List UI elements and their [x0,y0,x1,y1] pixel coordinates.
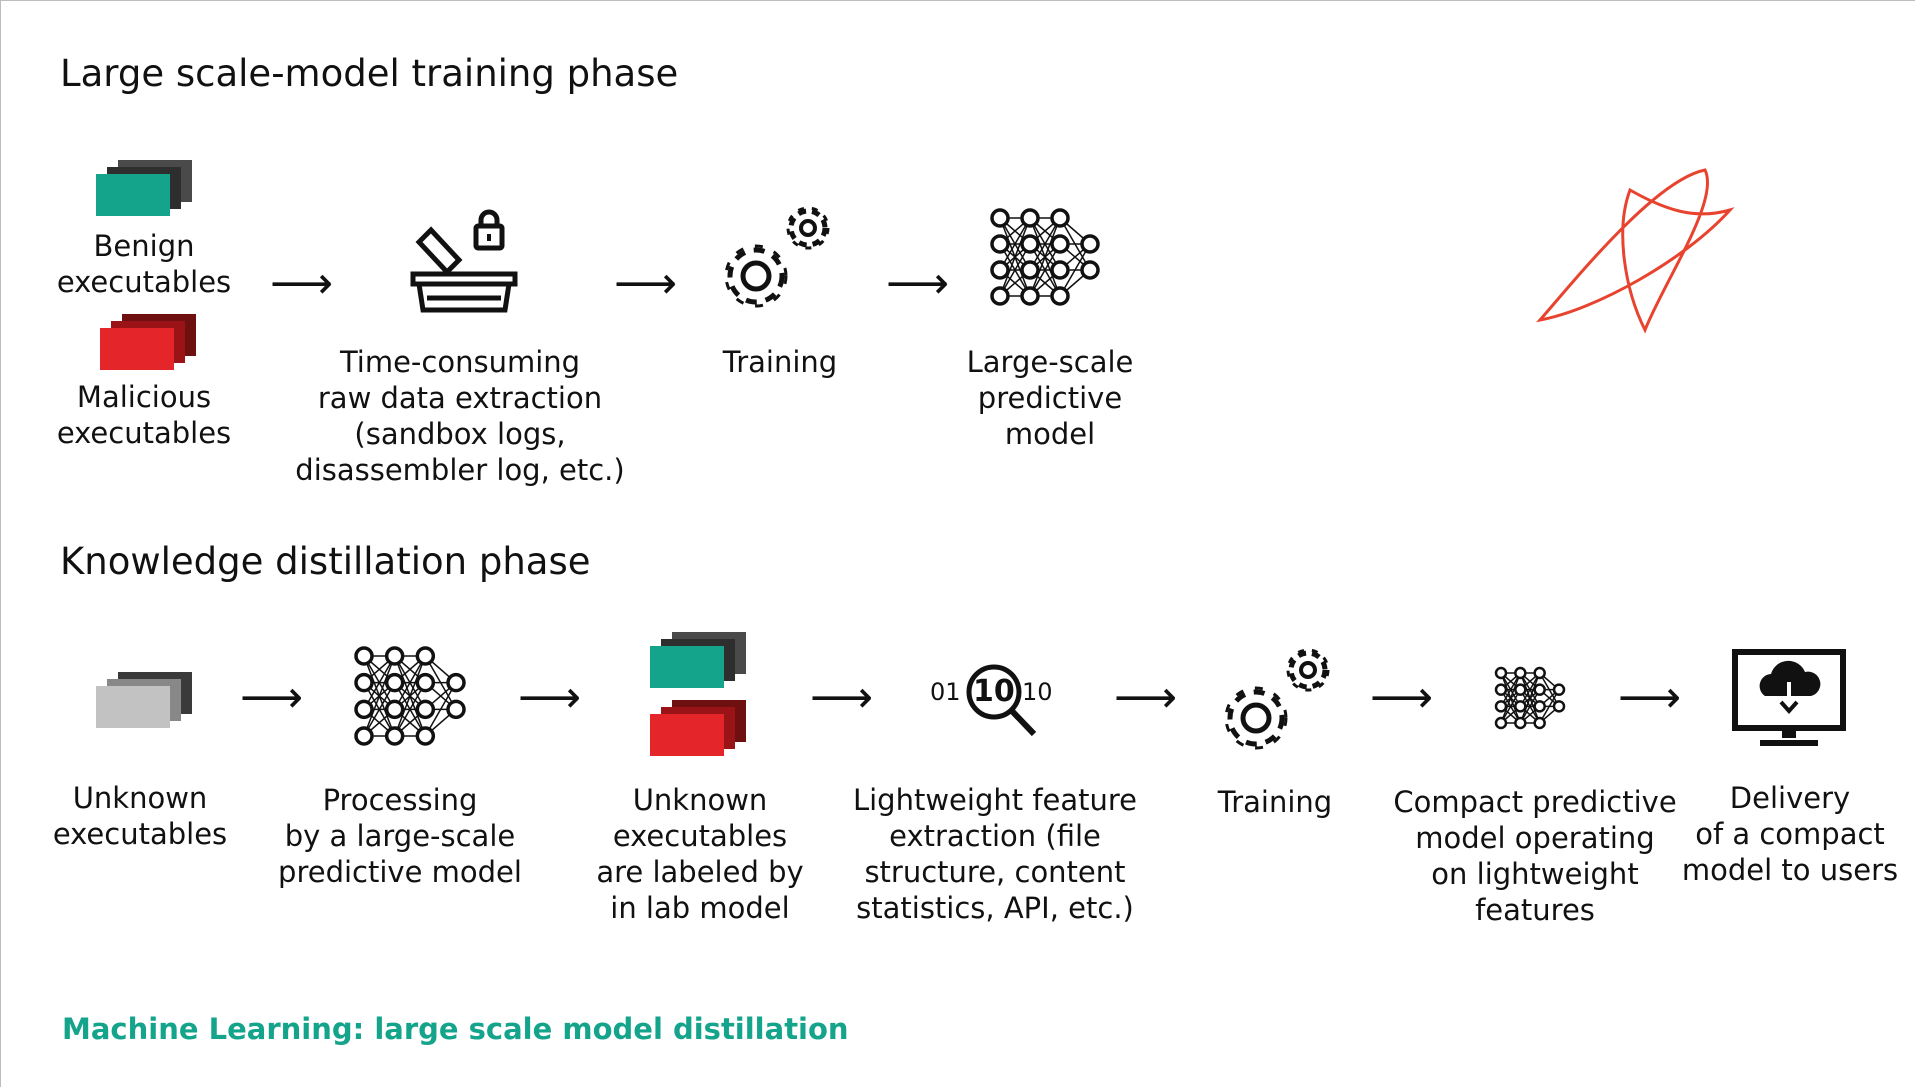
arrow-8: ⟶ [1370,672,1434,723]
labeled-malicious-stack-icon [650,700,750,762]
arrow-2: ⟶ [614,258,678,309]
arrow-6: ⟶ [810,672,874,723]
network-node [354,672,374,693]
network-node [415,646,436,666]
network-node [1514,716,1527,730]
network-node [446,672,466,693]
unknown-label: Unknown executables [52,781,228,851]
network-node [354,726,374,746]
network-node [1494,666,1508,680]
training-label-2: Training [1217,785,1333,819]
arrow-7: ⟶ [1114,672,1178,723]
network-node [1514,666,1527,680]
arrow-5: ⟶ [518,672,582,723]
network-node [1050,208,1070,228]
network-node [1020,286,1040,306]
neural-network-icon-2 [354,646,466,746]
neural-network-icon-3 [1494,666,1566,730]
labeled-label: Unknown executables are labeled by in la… [596,783,804,925]
arrow-9: ⟶ [1618,672,1682,723]
figure-caption: Machine Learning: large scale model dist… [62,1012,849,1046]
features-label: Lightweight feature extraction (file str… [852,783,1138,925]
extraction-label: Time-consuming raw data extraction (sand… [295,345,625,487]
magnifier-digits-left: 01 [930,678,961,706]
network-node [1494,700,1508,713]
brand-logo [1536,168,1735,334]
network-node [384,646,405,666]
network-node [1020,208,1040,228]
arrow-1: ⟶ [270,258,334,309]
arrow-3: ⟶ [886,258,950,309]
network-node [384,672,405,693]
network-node [354,646,374,666]
network-node [415,699,436,720]
unknown-stack-icon [96,672,196,734]
processing-label: Processing by a large-scale predictive m… [278,783,522,889]
network-node [1050,286,1070,306]
arrow-4: ⟶ [240,672,304,723]
network-node [1080,234,1100,254]
database-lock-icon [410,209,518,313]
network-node [990,208,1010,228]
network-node [1050,260,1070,280]
phase1-title: Large scale-model training phase [60,52,679,95]
network-node [1494,716,1508,730]
network-node [1020,260,1040,280]
network-node [415,726,436,746]
delivery-label: Delivery of a compact model to users [1681,781,1899,887]
network-node [1552,700,1566,713]
neural-network-icon [990,208,1100,306]
network-node [990,234,1010,254]
compact-label: Compact predictive model operating on li… [1393,785,1677,927]
magnifier-digits-right: 10 [1022,678,1053,706]
model-label: Large-scale predictive model [966,345,1134,451]
network-node [990,260,1010,280]
network-node [1514,700,1527,713]
magnifier-icon: 01 10 10 [930,660,1070,740]
malicious-stack-icon [100,314,200,376]
benign-label: Benign executables [56,229,232,299]
network-node [1533,683,1546,696]
benign-stack-icon [96,160,196,222]
network-node [1080,260,1100,280]
network-node [1552,683,1566,696]
cloud-monitor-icon [1732,649,1846,746]
network-node [1533,700,1546,713]
network-node [1494,683,1508,696]
network-node [1533,716,1546,730]
gears-icon-2 [1224,648,1330,750]
network-node [1050,234,1070,254]
network-node [1514,683,1527,696]
malicious-label: Malicious executables [56,380,232,450]
network-node [1533,666,1546,680]
network-node [1020,234,1040,254]
gears-icon [724,206,830,308]
network-node [384,726,405,746]
network-node [446,699,466,720]
network-node [384,699,405,720]
network-node [354,699,374,720]
labeled-benign-stack-icon [650,632,750,694]
network-node [415,672,436,693]
training-label-1: Training [722,345,838,379]
phase2-title: Knowledge distillation phase [60,540,591,583]
network-node [990,286,1010,306]
magnifier-digits-center: 10 [973,674,1015,709]
